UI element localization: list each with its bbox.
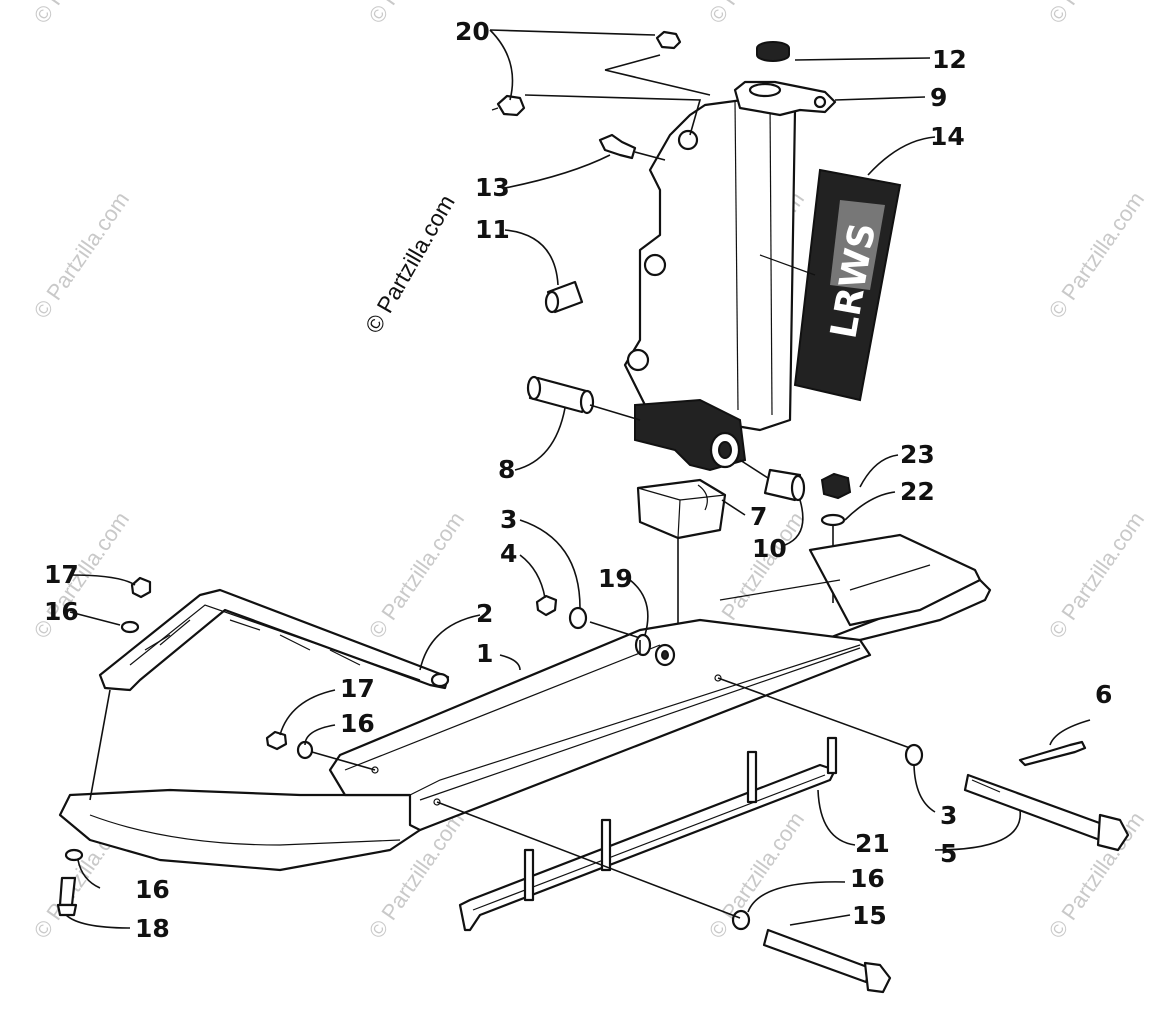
callout-16: 16 [340, 709, 375, 738]
callout-3: 3 [940, 801, 957, 830]
watermark: © Partzilla.com [1044, 0, 1150, 28]
wear-bar [458, 736, 838, 932]
callout-labels: 20 12 9 14 13 11 8 23 22 7 10 3 4 19 17 … [44, 17, 1112, 943]
steering-arm [733, 80, 837, 117]
spindle-cap [756, 41, 790, 62]
callout-2: 2 [476, 599, 493, 628]
watermark: © Partzilla.com [29, 0, 135, 28]
callout-7: 7 [750, 502, 767, 531]
callout-20: 20 [455, 17, 490, 46]
hex-nut-20 [491, 30, 682, 117]
callout-17: 17 [340, 674, 375, 703]
bushing-8 [526, 375, 641, 421]
bushing-10 [739, 459, 806, 502]
callout-23: 23 [900, 440, 935, 469]
callout-11: 11 [475, 215, 510, 244]
callout-10: 10 [752, 534, 787, 563]
ski-saddle [328, 618, 872, 832]
callout-22: 22 [900, 477, 935, 506]
watermark: © Partzilla.com [704, 0, 810, 28]
washer-16 [64, 620, 751, 931]
callout-18: 18 [135, 914, 170, 943]
watermark: © Partzilla.com [29, 187, 135, 323]
callout-16: 16 [850, 864, 885, 893]
hex-nut-17 [130, 576, 288, 751]
callout-9: 9 [930, 83, 947, 112]
callout-21: 21 [855, 829, 890, 858]
spindle [623, 93, 797, 472]
callout-16: 16 [135, 875, 170, 904]
washer-3 [568, 606, 924, 767]
callout-16: 16 [44, 597, 79, 626]
ski-handle [98, 588, 450, 692]
watermark: © Partzilla.com [1044, 507, 1150, 643]
callout-1: 1 [476, 639, 493, 668]
callout-19: 19 [598, 564, 633, 593]
grease-fitting [598, 133, 666, 161]
rubber-block [636, 478, 727, 655]
watermark: © Partzilla.com [1044, 187, 1150, 323]
callout-3: 3 [500, 505, 517, 534]
lrws-decal: LRWS [759, 168, 902, 402]
callout-15: 15 [852, 901, 887, 930]
washer-19 [634, 633, 676, 667]
watermark: © Partzilla.com [364, 0, 470, 28]
callout-17: 17 [44, 560, 79, 589]
cotter-pin [1018, 740, 1087, 767]
callout-6: 6 [1095, 680, 1112, 709]
leader-lines [65, 29, 1091, 929]
screw-18 [56, 689, 111, 917]
spindle-bolt [717, 677, 1130, 852]
hex-nut-4 [535, 594, 558, 617]
callout-14: 14 [930, 122, 965, 151]
callout-13: 13 [475, 173, 510, 202]
bushing-11 [544, 280, 584, 314]
callout-8: 8 [498, 455, 515, 484]
watermark-main: © Partzilla.com [360, 190, 460, 337]
callout-4: 4 [500, 539, 517, 568]
watermark: © Partzilla.com [364, 507, 470, 643]
callout-12: 12 [932, 45, 967, 74]
callout-5: 5 [940, 839, 957, 868]
handle-bolt [436, 801, 892, 994]
lock-nut-23 [820, 472, 852, 500]
watermark: © Partzilla.com [704, 807, 810, 943]
